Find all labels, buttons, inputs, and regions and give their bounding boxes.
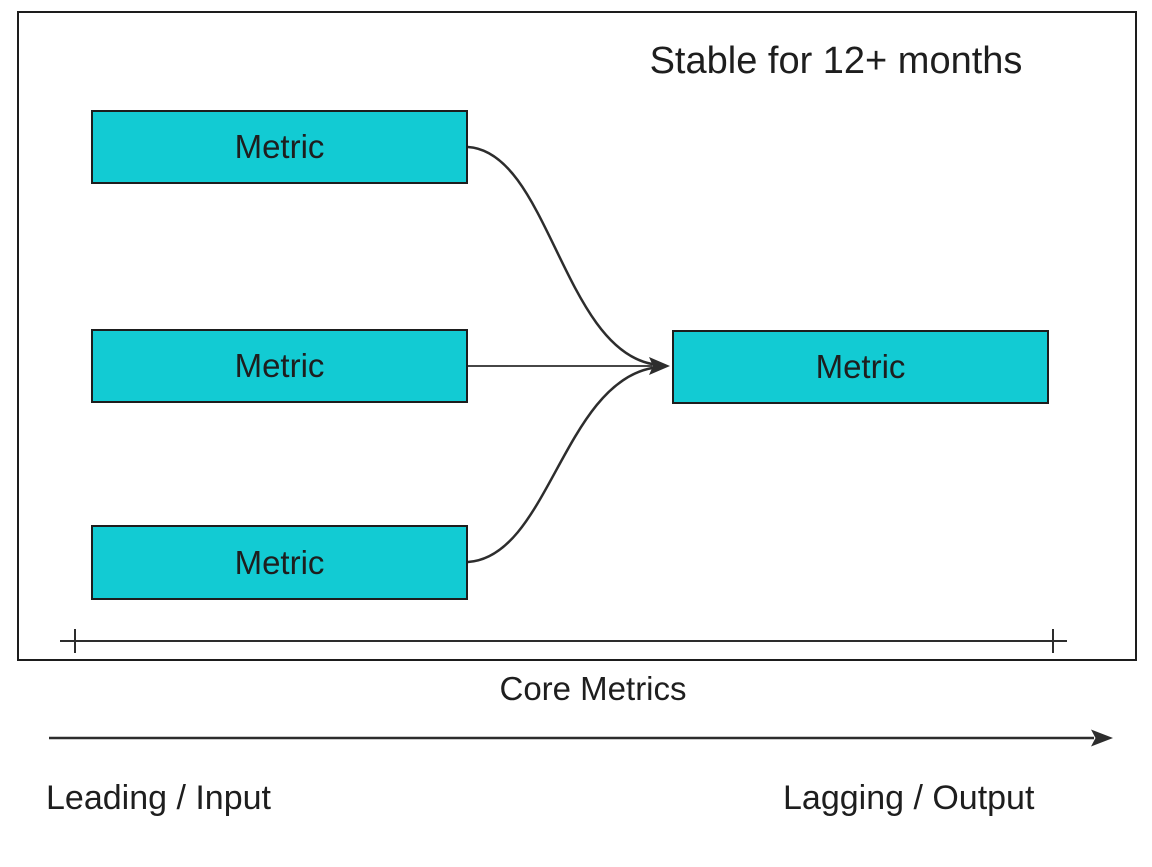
- metric-box-output: Metric: [672, 330, 1049, 404]
- metric-box-input-3-label: Metric: [234, 543, 325, 581]
- metric-box-output-label: Metric: [815, 348, 906, 385]
- leading-input-label: Leading / Input: [46, 779, 271, 817]
- metric-box-input-1: Metric: [91, 110, 468, 184]
- core-metrics-label: Core Metrics: [499, 670, 687, 707]
- lagging-output-label: Lagging / Output: [783, 779, 1035, 817]
- metric-box-input-3: Metric: [91, 525, 468, 600]
- metric-box-input-1-label: Metric: [234, 128, 325, 165]
- stability-boundary-frame: [17, 11, 1137, 661]
- metric-box-input-2-label: Metric: [234, 347, 325, 384]
- timeline-arrowhead-icon: [1091, 729, 1113, 747]
- diagram-title: Stable for 12+ months: [649, 40, 1023, 82]
- metric-box-input-2: Metric: [91, 329, 468, 403]
